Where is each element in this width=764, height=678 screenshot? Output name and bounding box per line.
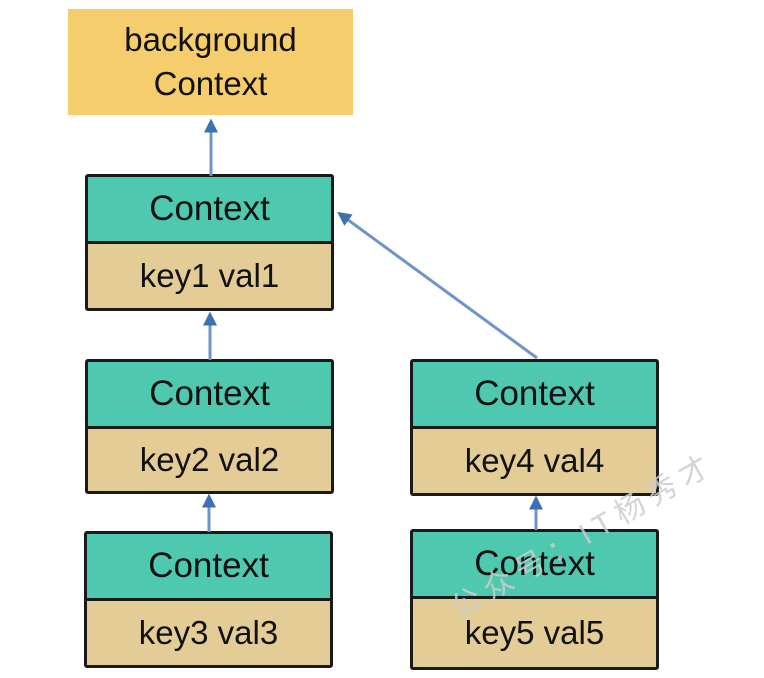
node-context-key3: Context key3 val3 [84,531,333,668]
node-context-key4-kv: key4 val4 [413,426,656,493]
node-context-key5-title: Context [413,532,656,596]
node-context-key4-title: Context [413,362,656,426]
node-context-key2-kv: key2 val2 [88,426,331,491]
node-context-key4: Context key4 val4 [410,359,659,496]
node-background-context: background Context [68,9,353,115]
node-context-key2-title: Context [88,362,331,426]
arrow-key4-to-key1 [337,211,538,360]
node-context-key3-kv: key3 val3 [87,598,330,665]
node-context-key3-title: Context [87,534,330,598]
node-context-key2: Context key2 val2 [85,359,334,494]
node-context-key5: Context key5 val5 [410,529,659,670]
node-background-context-label: background Context [124,21,297,102]
node-context-key5-kv: key5 val5 [413,596,656,667]
node-context-key1-kv: key1 val1 [88,241,331,308]
node-context-key1-title: Context [88,177,331,241]
node-context-key1: Context key1 val1 [85,174,334,311]
